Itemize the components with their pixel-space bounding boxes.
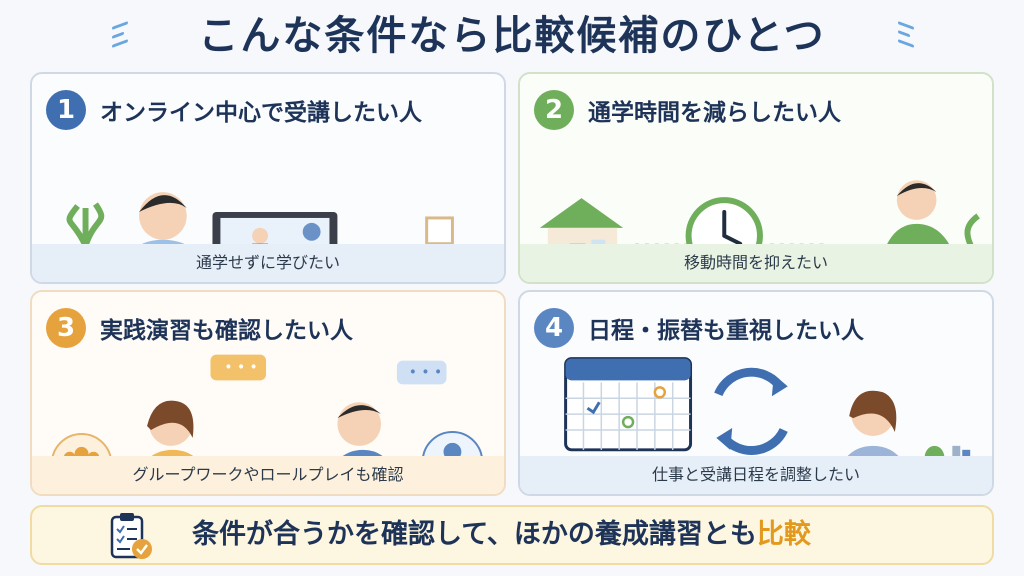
card-header: 4 日程・振替も重視したい人 [534,306,864,350]
card-header: 3 実践演習も確認したい人 [46,306,353,350]
card-title: オンライン中心で受講したい人 [100,100,422,126]
title-spark-right [898,15,914,54]
checklist-icon [110,513,152,559]
calendar-icon [564,357,693,452]
sync-arrows-icon [714,367,788,455]
card-schedule: 4 日程・振替も重視したい人 仕事と受講日程を調整したい [518,290,994,496]
card-number: 1 [46,90,86,130]
page-title: こんな条件なら比較候補のひとつ [198,13,826,59]
card-online: 1 オンライン中心で受講したい人 通学せずに学びたい [30,72,506,284]
conclusion-banner: 条件が合うかを確認して、ほかの養成講習とも比較 [30,505,994,565]
card-number: 2 [534,90,574,130]
card-commute: 2 通学時間を減らしたい人 移動時間を抑えたい [518,72,994,284]
card-number: 3 [46,308,86,348]
conclusion-text: 条件が合うかを確認して、ほかの養成講習とも比較 [192,507,811,563]
svg-text:• • •: • • • [224,359,257,375]
card-caption: 仕事と受講日程を調整したい [520,456,992,494]
card-caption: 移動時間を抑えたい [520,244,992,282]
card-title: 通学時間を減らしたい人 [588,100,841,126]
chat-bubble-icon: • • • [396,360,447,385]
card-number: 4 [534,308,574,348]
card-practice: 3 実践演習も確認したい人 • • • • • • グループワークやロールプレイ… [30,290,506,496]
card-caption: グループワークやロールプレイも確認 [32,456,504,494]
card-header: 1 オンライン中心で受講したい人 [46,88,422,132]
card-caption: 通学せずに学びたい [32,244,504,282]
card-title: 日程・振替も重視したい人 [588,318,864,344]
card-title: 実践演習も確認したい人 [100,318,353,344]
card-header: 2 通学時間を減らしたい人 [534,88,841,132]
conclusion-text-main: 条件が合うかを確認して、ほかの養成講習とも [192,519,757,550]
chat-bubble-icon: • • • [210,354,267,381]
svg-text:• • •: • • • [409,364,442,380]
conclusion-highlight: 比較 [756,519,811,550]
